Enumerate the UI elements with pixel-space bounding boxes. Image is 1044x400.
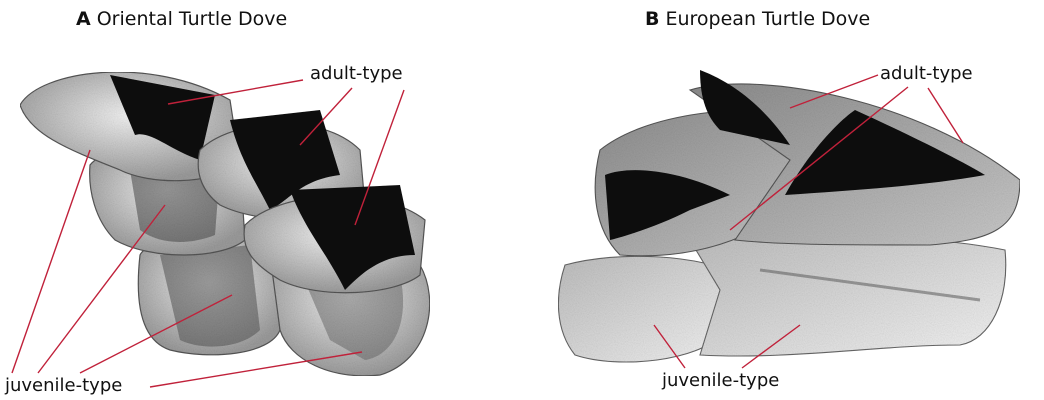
panel-b-feathers	[558, 70, 1020, 362]
label-b-adult-type: adult-type	[880, 63, 973, 84]
label-a-adult-type: adult-type	[310, 63, 403, 84]
panel-a-feathers	[20, 72, 430, 376]
label-b-juvenile-type: juvenile-type	[662, 370, 779, 391]
leader-a-juvenile-1	[12, 150, 90, 373]
label-a-juvenile-type: juvenile-type	[5, 375, 122, 396]
juvenile-feather-b2	[690, 235, 1006, 356]
